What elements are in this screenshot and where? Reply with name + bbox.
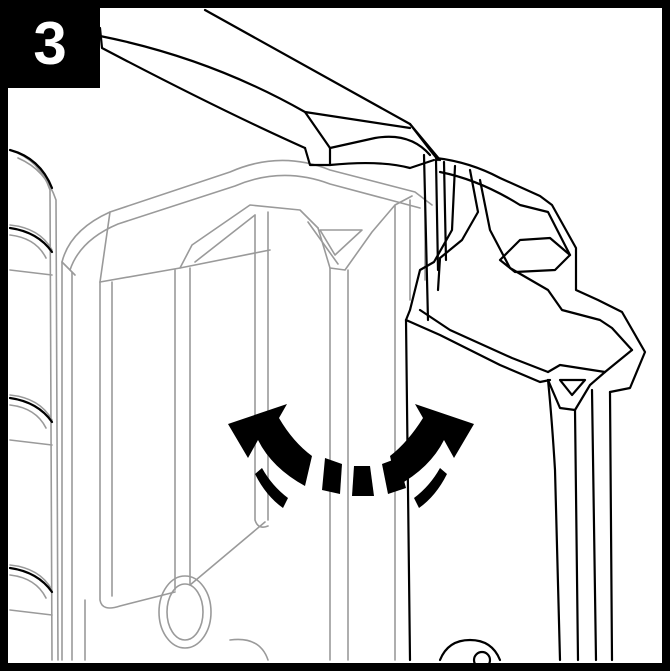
- screw-head: [438, 638, 502, 670]
- lid-edge: [98, 8, 442, 170]
- rotate-back-and-forth-arrow-icon: [228, 404, 474, 508]
- housing-outline: [61, 159, 433, 661]
- latch: [404, 153, 647, 662]
- step-badge: 3: [0, 0, 100, 88]
- step-number: 3: [33, 10, 67, 77]
